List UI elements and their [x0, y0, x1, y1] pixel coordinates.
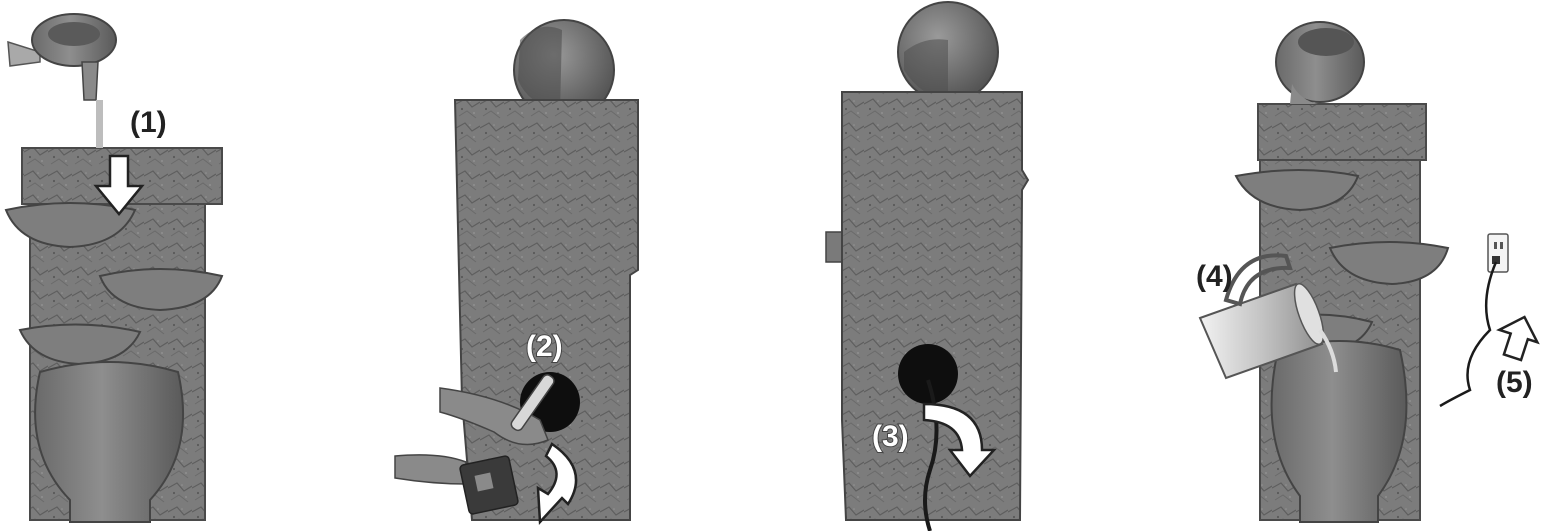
panel-3-back-view: (3): [826, 2, 1028, 531]
panel-2-back-view: (2): [395, 20, 638, 522]
panel-4-front-view: (4) (5): [1196, 22, 1544, 522]
top-spout-pot: [1276, 22, 1364, 104]
panel-1-front-view: (1): [6, 14, 222, 522]
step-label-2: (2): [526, 330, 563, 363]
step-label-5: (5): [1496, 366, 1533, 399]
step-label-4: (4): [1196, 260, 1233, 293]
step-label-3: (3): [872, 420, 909, 453]
pump-hole: [898, 344, 958, 404]
fountain-top-block: [1258, 104, 1426, 160]
power-cord: [1440, 262, 1496, 406]
wall-outlet-icon: [1488, 234, 1508, 272]
top-spout-pot: [8, 14, 116, 148]
arrow-up-icon: [1492, 311, 1543, 363]
step-label-1: (1): [130, 106, 167, 139]
